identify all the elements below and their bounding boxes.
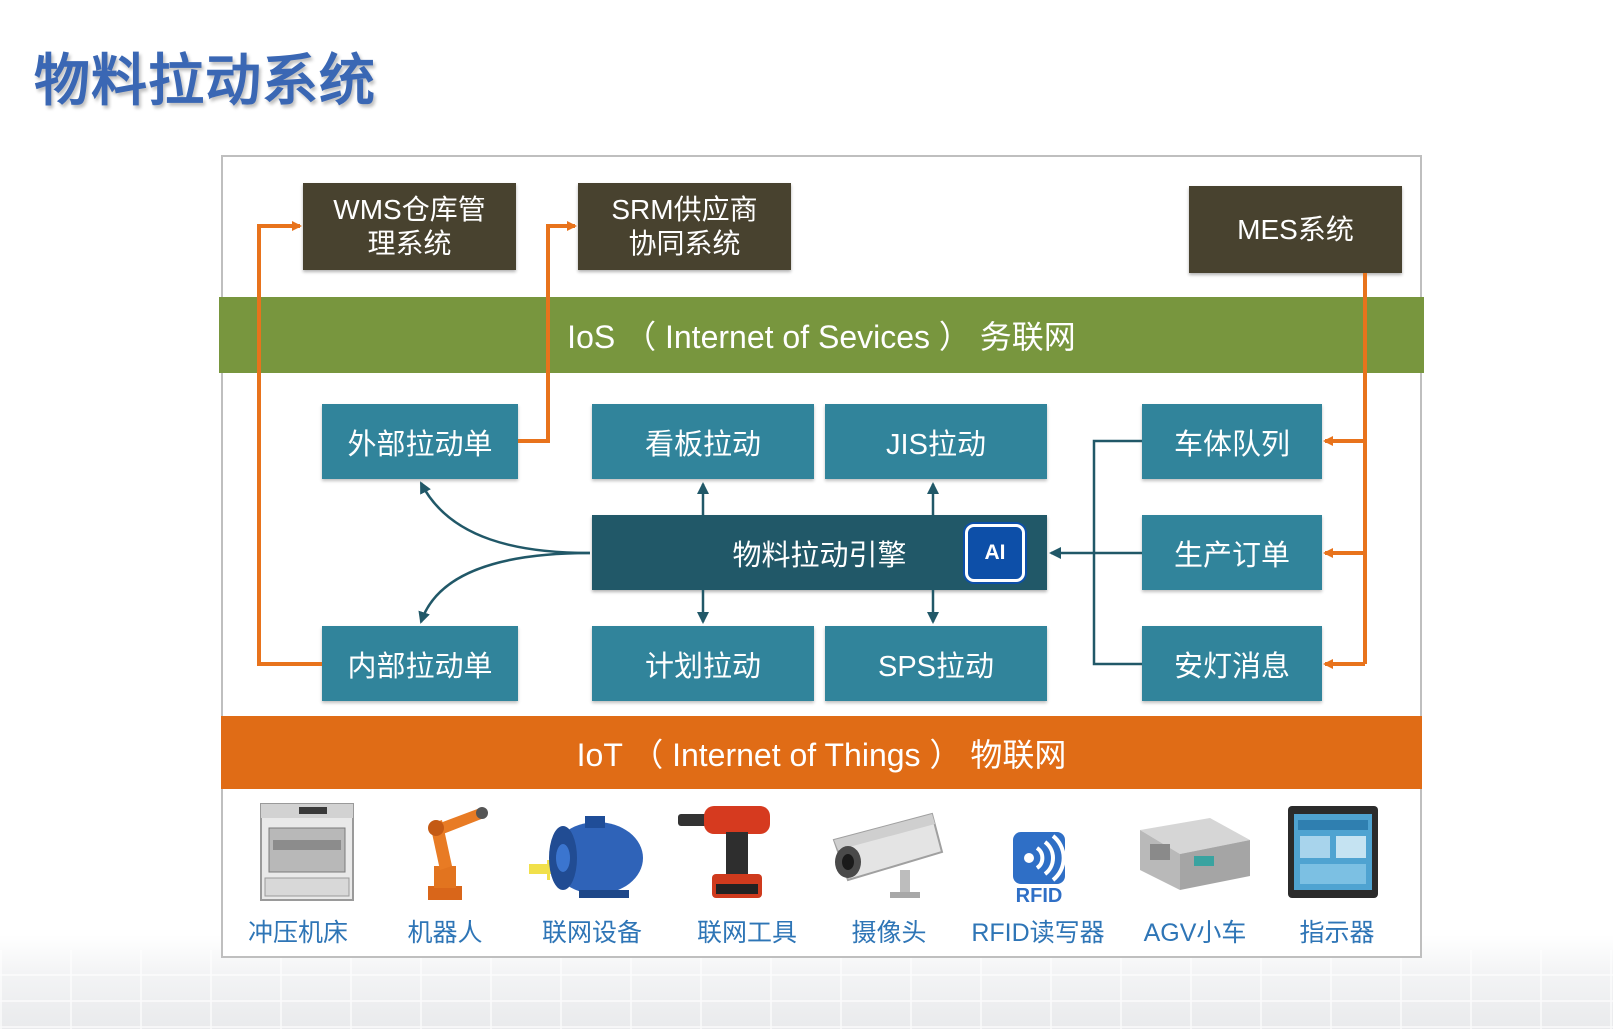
device-label: 联网设备 (541, 919, 642, 947)
sps-pull-box: SPS拉动 (825, 626, 1047, 701)
jis-pull-box: JIS拉动 (825, 404, 1047, 479)
press-machine-icon (260, 803, 354, 901)
internal-pull-order-box: 内部拉动单 (322, 626, 518, 701)
device-label: RFID读写器 (971, 919, 1105, 947)
rfid-icon-text: RFID (1016, 885, 1063, 904)
device-label: 摄像头 (851, 919, 927, 947)
device-indicator: 指示器 (1262, 800, 1412, 950)
mes-system-box: MES系统 (1189, 186, 1402, 273)
device-agv: AGV小车 (1120, 800, 1270, 950)
indicator-screen-icon (1288, 806, 1378, 898)
floor-tiles (0, 950, 1613, 1029)
device-label: 联网工具 (696, 919, 797, 947)
device-label: 机器人 (407, 919, 483, 947)
ai-badge: AI (965, 524, 1025, 582)
device-camera: 摄像头 (814, 800, 964, 950)
device-robot: 机器人 (370, 800, 520, 950)
ios-band: IoS （ Internet of Sevices ） 务联网 (219, 297, 1424, 373)
external-pull-order-box: 外部拉动单 (322, 404, 518, 479)
device-label: AGV小车 (1143, 919, 1247, 947)
iot-band: IoT （ Internet of Things ） 物联网 (221, 716, 1422, 789)
body-queue-box: 车体队列 (1142, 404, 1322, 479)
camera-icon (832, 812, 944, 898)
device-rfid-reader: RFID RFID读写器 (963, 800, 1113, 950)
motor-icon (529, 816, 643, 898)
production-order-box: 生产订单 (1142, 515, 1322, 590)
device-label: 冲压机床 (247, 919, 348, 947)
plan-pull-box: 计划拉动 (592, 626, 814, 701)
agv-icon (1140, 818, 1250, 890)
kanban-pull-box: 看板拉动 (592, 404, 814, 479)
andon-message-box: 安灯消息 (1142, 626, 1322, 701)
rfid-reader-icon: RFID (1013, 832, 1066, 904)
device-connected-tool: 联网工具 (672, 800, 822, 950)
power-tool-icon (678, 806, 770, 898)
device-press-machine: 冲压机床 (223, 800, 373, 950)
page-title: 物料拉动系统 (34, 49, 376, 112)
wms-system-box: WMS仓库管 理系统 (303, 183, 516, 270)
srm-system-box: SRM供应商 协同系统 (578, 183, 791, 270)
pull-engine-label: 物料拉动引擎 (732, 539, 907, 572)
device-label: 指示器 (1299, 919, 1375, 947)
robot-arm-icon (428, 807, 488, 900)
device-connected-equipment: 联网设备 (517, 800, 667, 950)
pull-engine-box: 物料拉动引擎 AI (592, 515, 1047, 590)
